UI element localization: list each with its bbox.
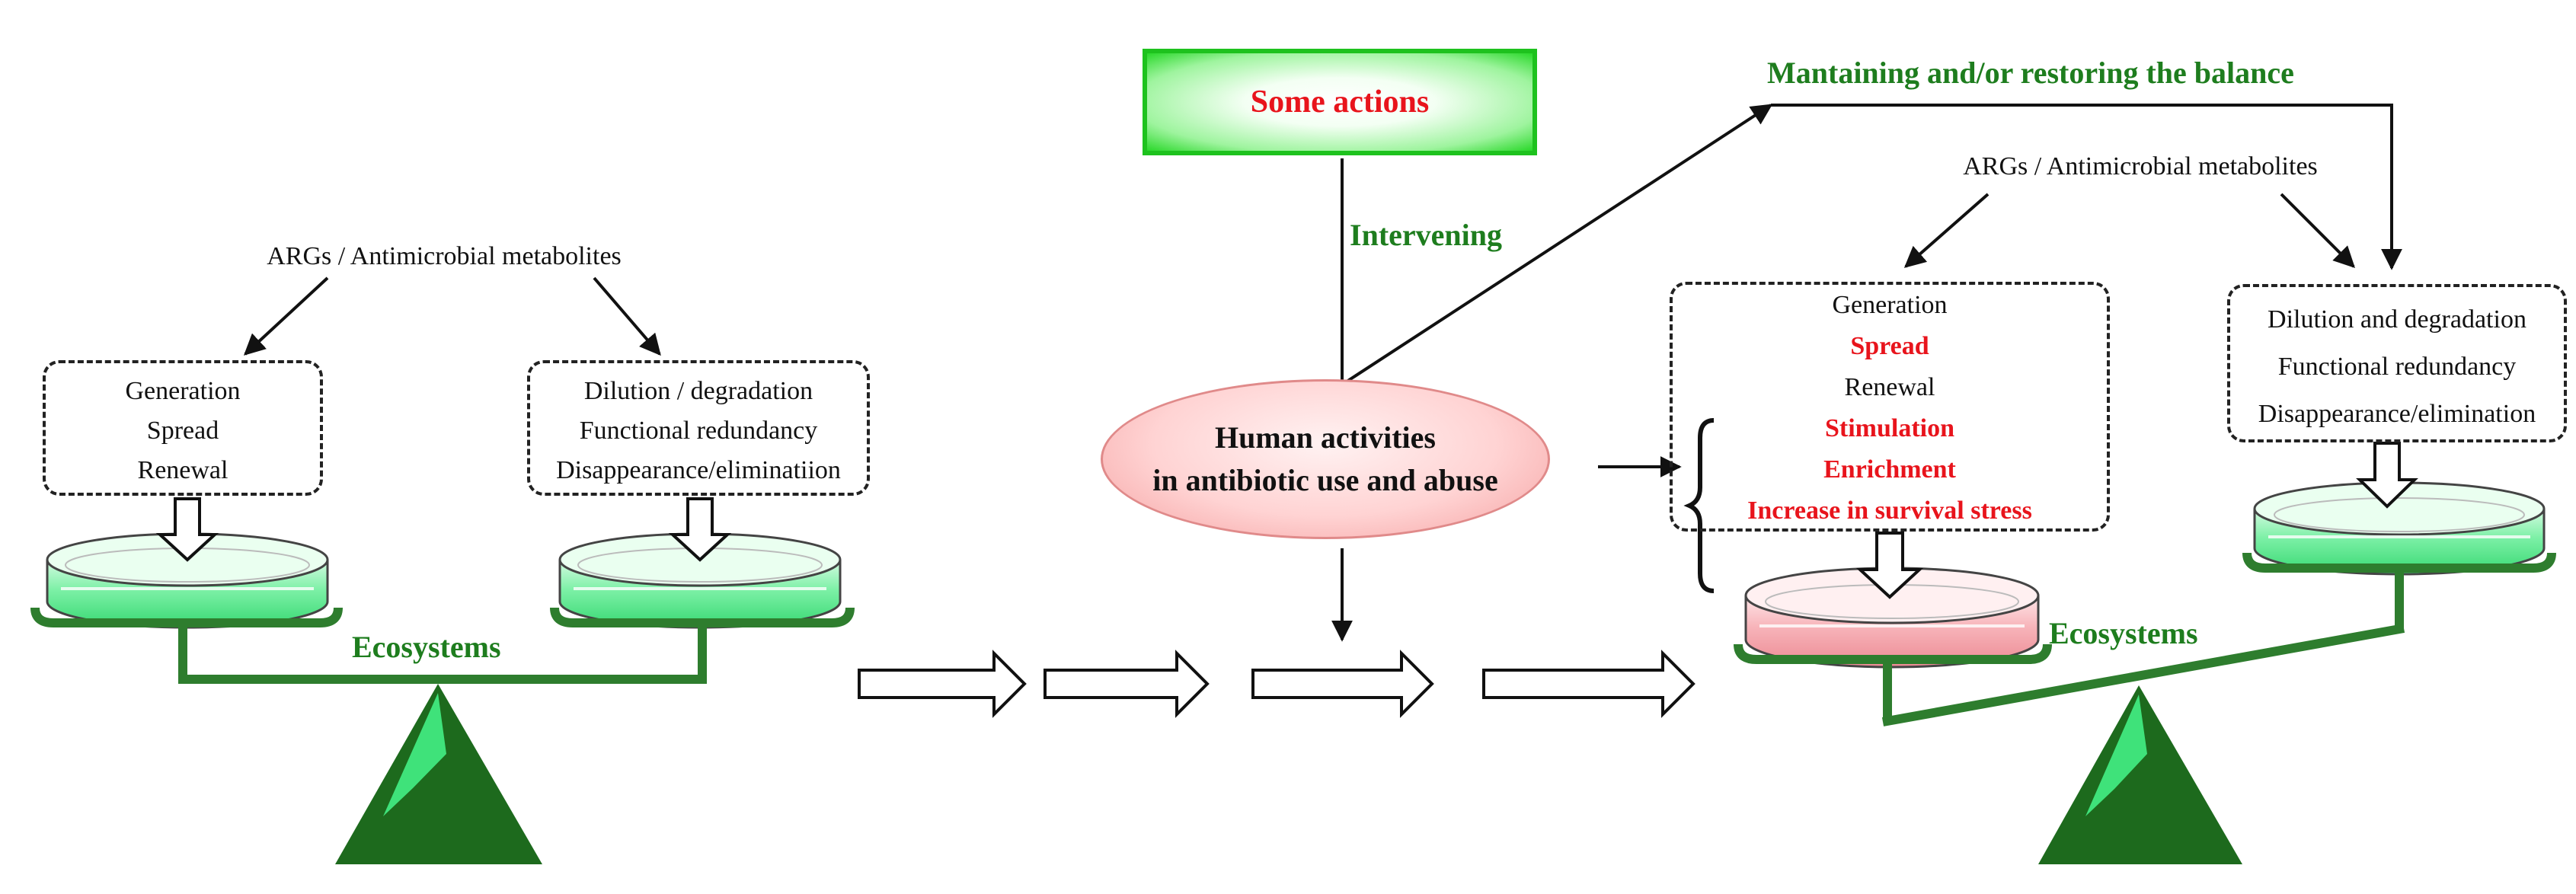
right-ecosystems-label: Ecosystems bbox=[2049, 616, 2198, 650]
left-input-line-2: Spread bbox=[146, 417, 219, 445]
some-actions-box: Some actions bbox=[1143, 49, 1537, 155]
right-input-line-4: Stimulation bbox=[1824, 414, 1955, 442]
right-source-arrows bbox=[1903, 193, 2355, 268]
right-source-label: ARGs / Antimicrobial metabolites bbox=[1963, 152, 2318, 180]
center-connector-lines bbox=[1331, 104, 2402, 642]
right-input-line-6: Increase in survival stress bbox=[1747, 496, 2032, 525]
human-activities-line-2: in antibiotic use and abuse bbox=[1152, 463, 1498, 497]
right-balance-scale bbox=[1734, 552, 2556, 726]
left-ecosystems-label: Ecosystems bbox=[352, 630, 501, 664]
right-input-line-2: Spread bbox=[1850, 332, 1929, 360]
restore-balance-label: Mantaining and/or restoring the balance bbox=[1767, 56, 2294, 90]
right-input-line-3: Renewal bbox=[1844, 373, 1935, 401]
right-output-line-2: Functional redundancy bbox=[2277, 353, 2517, 381]
left-output-line-2: Functional redundancy bbox=[579, 417, 818, 445]
right-output-down-arrow bbox=[2356, 442, 2418, 509]
right-brace bbox=[1683, 418, 1715, 593]
flow-arrows bbox=[858, 650, 1695, 718]
left-fulcrum bbox=[335, 684, 542, 864]
human-activities-line-1: Human activities bbox=[1215, 420, 1436, 455]
left-balance-scale bbox=[30, 607, 855, 684]
right-output-dish bbox=[2253, 481, 2546, 576]
left-source-label: ARGs / Antimicrobial metabolites bbox=[267, 242, 622, 270]
left-output-down-arrow bbox=[668, 497, 732, 562]
left-output-box: Dilution / degradation Functional redund… bbox=[527, 360, 870, 496]
right-output-line-3: Disappearance/elimination bbox=[2258, 400, 2536, 428]
right-output-box: Dilution and degradation Functional redu… bbox=[2227, 284, 2567, 442]
left-input-line-1: Generation bbox=[125, 377, 241, 405]
left-output-line-1: Dilution / degradation bbox=[583, 377, 813, 405]
right-input-box: Generation Spread Renewal Stimulation En… bbox=[1670, 282, 2110, 532]
right-fulcrum bbox=[2038, 685, 2242, 864]
left-input-box: Generation Spread Renewal bbox=[43, 360, 323, 496]
right-input-line-1: Generation bbox=[1832, 291, 1948, 319]
right-output-line-1: Dilution and degradation bbox=[2268, 305, 2526, 334]
left-source-arrows bbox=[243, 276, 661, 356]
left-output-line-3: Disappearance/eliminatiion bbox=[556, 456, 841, 484]
human-activities-ellipse: Human activities in antibiotic use and a… bbox=[1101, 379, 1550, 539]
right-input-line-5: Enrichment bbox=[1823, 455, 1956, 484]
right-input-down-arrow bbox=[1855, 532, 1924, 599]
some-actions-label: Some actions bbox=[1250, 85, 1430, 120]
left-input-down-arrow bbox=[155, 497, 219, 562]
intervening-label: Intervening bbox=[1350, 218, 1502, 252]
left-input-line-3: Renewal bbox=[137, 456, 229, 484]
